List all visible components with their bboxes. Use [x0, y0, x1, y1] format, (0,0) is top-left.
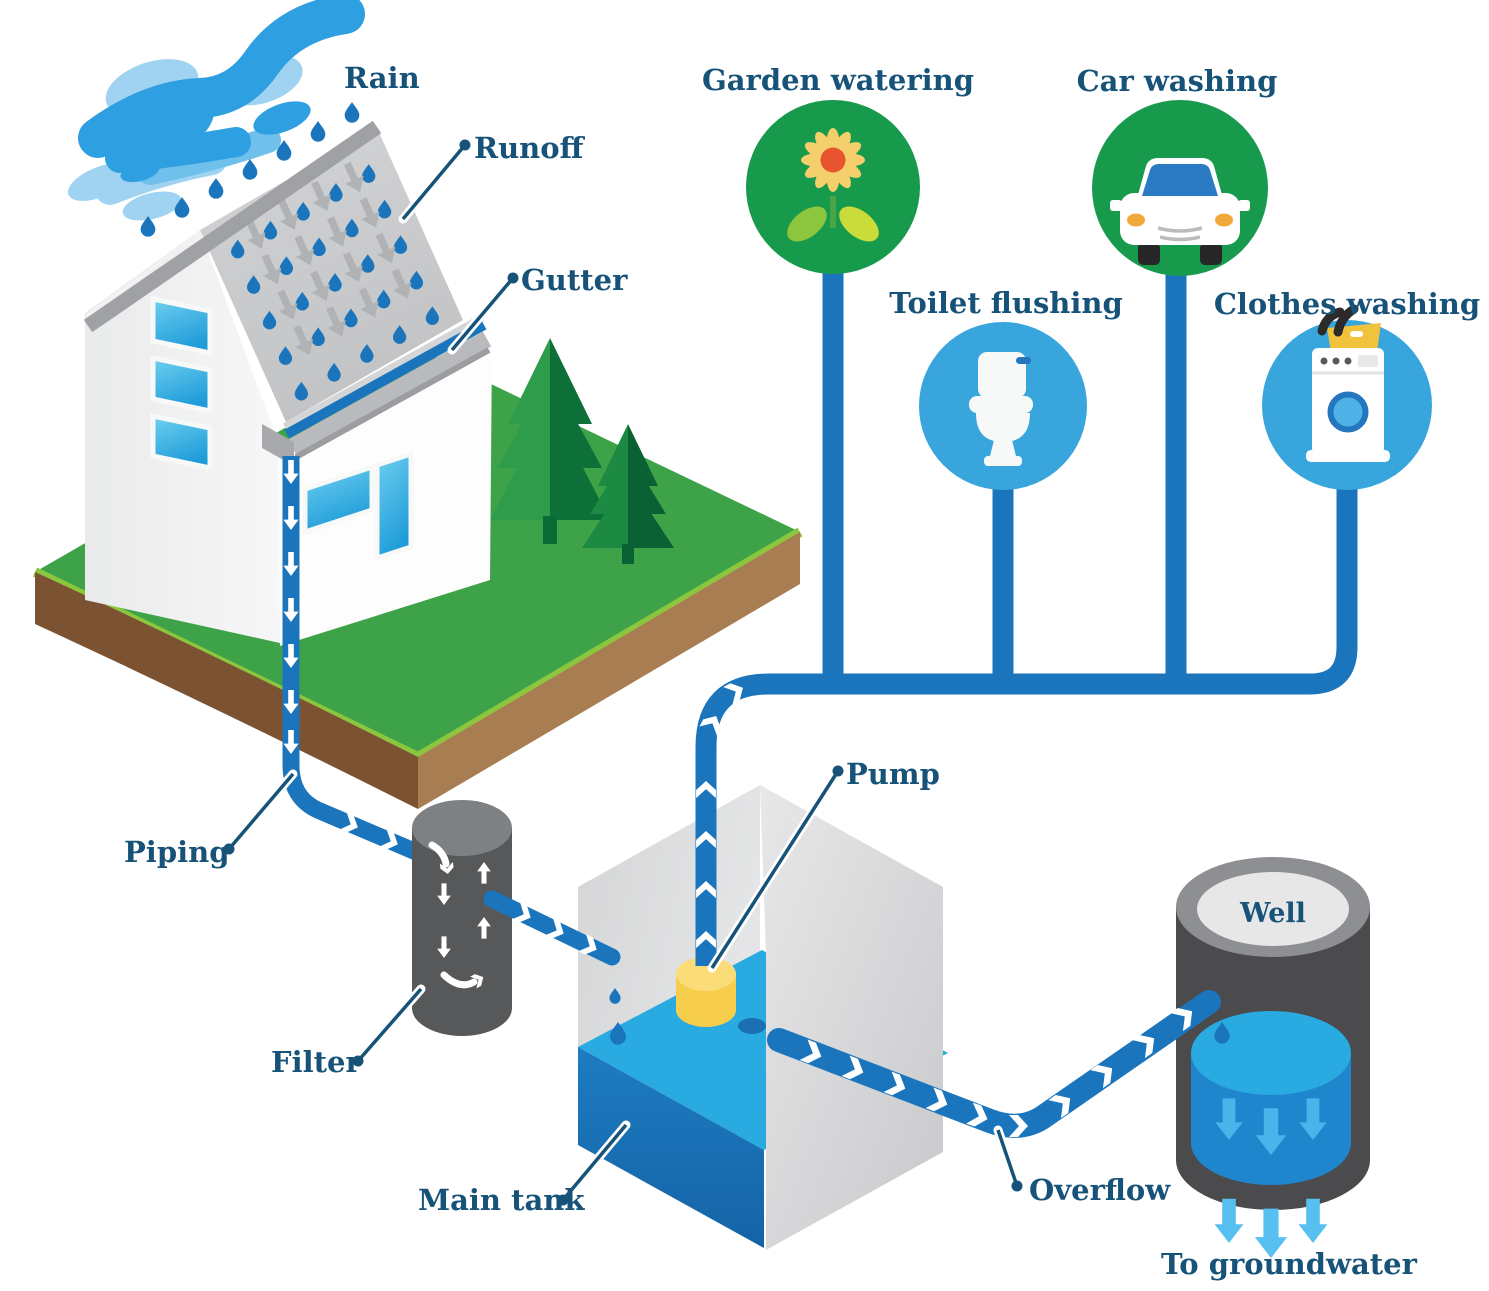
label-well: Well	[1239, 898, 1306, 929]
well-water-surface	[1191, 1011, 1351, 1095]
leader-pump	[707, 765, 844, 973]
overflow-inlet-shadow	[738, 1018, 766, 1034]
soil-front-face	[35, 572, 418, 809]
washing-machine-icon	[1306, 304, 1390, 462]
label-garden-watering: Garden watering	[702, 63, 974, 97]
tank-water-front-face	[578, 1047, 764, 1248]
house	[83, 120, 492, 646]
label-rain: Rain	[344, 61, 420, 95]
leader-lines	[223, 139, 1023, 1206]
label-gutter: Gutter	[521, 263, 628, 297]
rain-drop-icon	[344, 102, 360, 123]
rain-drop-icon	[310, 121, 326, 142]
filter-top	[412, 800, 512, 856]
rain-drop-icon	[242, 159, 258, 180]
leader-overflow	[993, 1125, 1023, 1192]
soil-right-face	[418, 532, 800, 809]
pine-tree-icon	[490, 338, 610, 544]
pine-trees	[490, 338, 674, 564]
leader-filter	[352, 984, 426, 1067]
gable-windows	[150, 295, 213, 472]
leader-main-tank	[557, 1120, 631, 1206]
label-clothes-washing: Clothes washing	[1214, 287, 1480, 321]
gutter	[262, 314, 492, 466]
rain-drop-icon	[208, 178, 224, 199]
label-toilet-flushing: Toilet flushing	[889, 286, 1123, 320]
label-runoff: Runoff	[474, 131, 586, 165]
label-overflow: Overflow	[1029, 1173, 1171, 1207]
filter-flow-arrows	[428, 841, 491, 989]
well	[1176, 857, 1370, 1210]
downpipe-connector	[262, 424, 294, 466]
main-tank	[578, 785, 948, 1250]
label-to-groundwater: To groundwater	[1161, 1247, 1418, 1281]
label-filter: Filter	[271, 1045, 361, 1079]
toilet-icon	[969, 352, 1033, 466]
ridge-beam	[83, 120, 382, 333]
filter-cylinder	[412, 800, 512, 1036]
sunflower-icon	[787, 128, 879, 242]
rain-cloud-icon	[67, 0, 365, 221]
socks	[1317, 307, 1345, 336]
pine-tree-icon	[582, 424, 674, 564]
label-piping: Piping	[124, 835, 229, 869]
leader-runoff	[398, 139, 471, 224]
pump-top	[676, 957, 736, 991]
label-main-tank: Main tank	[418, 1183, 585, 1217]
use-circle-clothes-washing	[1262, 304, 1432, 490]
well-opening	[1197, 872, 1349, 946]
front-windows	[302, 450, 414, 562]
pump	[676, 957, 736, 1027]
car-icon	[1110, 158, 1250, 265]
tank-right-wall	[760, 785, 943, 1250]
use-circle-toilet-flushing	[919, 322, 1087, 490]
leader-gutter	[447, 272, 519, 355]
label-pump: Pump	[846, 757, 940, 791]
gutter-channel	[284, 320, 487, 439]
piping-downpipe	[282, 456, 460, 877]
use-circle-garden-watering	[746, 100, 920, 274]
label-car-washing: Car washing	[1077, 64, 1278, 98]
leader-piping	[223, 769, 298, 855]
use-circle-car-washing	[1092, 100, 1268, 276]
